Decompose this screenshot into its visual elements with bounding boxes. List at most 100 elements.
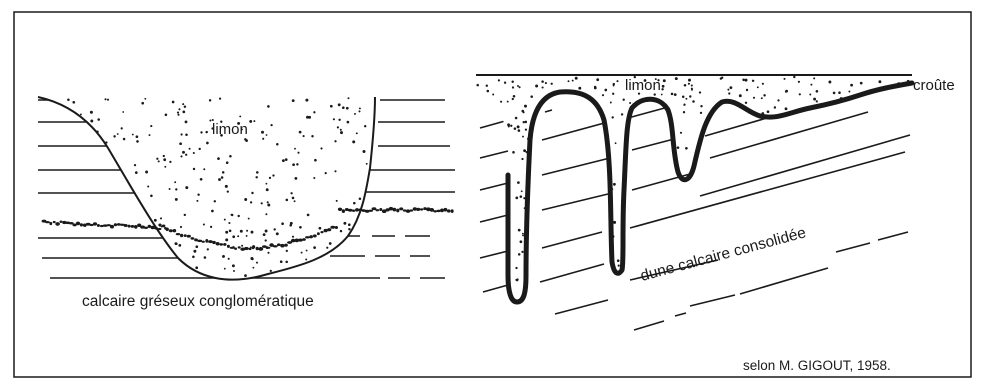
- limon-dot: [296, 163, 298, 165]
- limon-dot: [613, 183, 616, 186]
- left-limon-label: limon: [212, 121, 248, 138]
- limon-dot: [783, 78, 785, 80]
- conglomerate-pebble: [437, 210, 441, 213]
- limon-dot: [752, 80, 754, 82]
- limon-dot: [269, 177, 271, 179]
- limon-dot: [500, 101, 502, 103]
- limon-dot: [178, 108, 180, 110]
- limon-dot: [525, 128, 527, 130]
- limon-dot: [232, 235, 235, 238]
- limon-dot: [615, 142, 617, 144]
- conglomerate-pebble: [154, 227, 158, 230]
- limon-dot: [486, 85, 488, 87]
- limon-dot: [833, 92, 836, 95]
- limon-dot: [728, 92, 730, 94]
- limon-dot: [739, 94, 742, 97]
- limon-dot: [227, 190, 229, 192]
- limon-dot: [746, 89, 748, 91]
- conglomerate-pebble: [399, 207, 403, 210]
- limon-dot: [575, 77, 578, 80]
- limon-dot: [685, 147, 688, 150]
- limon-dot: [521, 158, 523, 160]
- conglomerate-pebble: [158, 228, 162, 230]
- limon-dot: [217, 157, 220, 160]
- limon-dot: [692, 100, 695, 103]
- limon-dot: [515, 197, 518, 200]
- limon-dot: [761, 97, 763, 99]
- conglomerate-pebble: [393, 208, 397, 212]
- limon-dot: [515, 117, 518, 120]
- limon-dot: [225, 231, 228, 234]
- limon-dot: [850, 84, 853, 87]
- limon-dot: [184, 105, 186, 107]
- limon-dot: [785, 107, 788, 110]
- limon-dot: [266, 183, 268, 185]
- limon-dot: [206, 142, 209, 145]
- conglomerate-pebble: [202, 241, 205, 243]
- conglomerate-pebble: [76, 222, 80, 226]
- limon-dot: [261, 131, 264, 134]
- conglomerate-pebble: [348, 209, 353, 212]
- limon-dot: [793, 76, 795, 78]
- limon-dot: [251, 192, 253, 194]
- conglomerate-pebble: [248, 248, 251, 250]
- limon-dot: [594, 87, 597, 90]
- limon-dot: [224, 268, 226, 270]
- limon-dot: [270, 270, 272, 272]
- limon-dot: [177, 114, 179, 116]
- limon-dot: [313, 246, 316, 249]
- conglomerate-pebble: [284, 244, 288, 247]
- limon-dot: [175, 188, 177, 190]
- conglomerate-pebble: [433, 210, 437, 212]
- conglomerate-pebble: [258, 247, 263, 251]
- limon-dot: [67, 98, 70, 101]
- limon-dot: [512, 151, 515, 154]
- conglomerate-pebble: [212, 241, 216, 244]
- limon-dot: [200, 178, 203, 181]
- limon-dot: [90, 111, 93, 114]
- conglomerate-pebble: [368, 210, 373, 212]
- conglomerate-pebble: [151, 226, 155, 230]
- conglomerate-pebble: [280, 244, 284, 248]
- limon-dot: [123, 138, 126, 141]
- limon-dot: [221, 176, 224, 179]
- limon-dot: [222, 171, 225, 174]
- limon-dot: [136, 135, 139, 138]
- limon-dot: [512, 86, 514, 88]
- conglomerate-pebble: [205, 239, 208, 243]
- conglomerate-pebble: [80, 223, 83, 226]
- limon-dot: [107, 99, 109, 101]
- limon-dot: [117, 133, 119, 135]
- limon-dot: [149, 134, 151, 136]
- limon-dot: [685, 98, 687, 100]
- limon-dot: [222, 255, 225, 258]
- conglomerate-pebble: [238, 246, 241, 248]
- limon-dot: [305, 259, 307, 261]
- conglomerate-pebble: [327, 228, 331, 231]
- limon-dot: [292, 99, 295, 102]
- limon-dot: [320, 147, 322, 149]
- limon-dot: [535, 85, 538, 88]
- limon-dot: [204, 256, 207, 259]
- limon-dot: [816, 90, 819, 93]
- limon-dot: [266, 188, 269, 191]
- limon-dot: [285, 158, 288, 161]
- limon-dot: [265, 230, 268, 233]
- limon-dot: [226, 161, 229, 164]
- limon-dot: [179, 142, 182, 145]
- conglomerate-pebble: [114, 223, 117, 226]
- conglomerate-pebble: [234, 247, 237, 249]
- limon-dot: [340, 230, 342, 232]
- limon-dot: [612, 116, 614, 118]
- limon-dot: [290, 192, 292, 194]
- limon-dot: [675, 77, 678, 80]
- limon-dot: [848, 91, 850, 93]
- limon-dot: [767, 110, 770, 113]
- conglomerate-pebble: [244, 247, 249, 250]
- limon-dot: [661, 94, 663, 96]
- limon-dot: [520, 195, 523, 198]
- limon-dot: [272, 174, 274, 176]
- limon-dot: [228, 222, 230, 224]
- limon-dot: [182, 103, 184, 105]
- limon-dot: [244, 138, 247, 141]
